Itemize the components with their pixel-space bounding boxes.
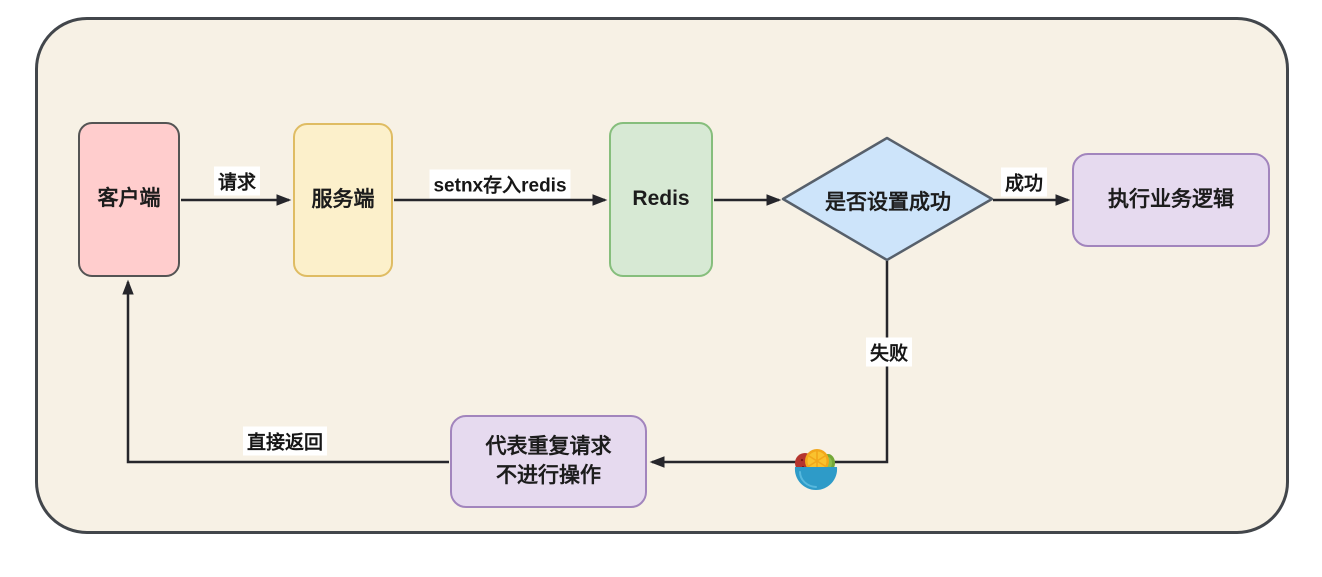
edge-label-return: 直接返回 xyxy=(242,426,328,456)
fruit-bowl-icon xyxy=(794,449,838,491)
edge-fail xyxy=(649,261,889,468)
edge-label-success: 成功 xyxy=(1000,167,1048,197)
server-node-label: 服务端 xyxy=(311,187,375,211)
edge-return xyxy=(122,279,449,464)
edge-label-setnx: setnx存入redis xyxy=(429,169,571,199)
duplicate-node[interactable]: 代表重复请求 不进行操作 xyxy=(450,415,647,508)
duplicate-node-label: 代表重复请求 不进行操作 xyxy=(485,435,612,487)
decision-node[interactable] xyxy=(781,136,994,262)
server-node[interactable]: 服务端 xyxy=(293,123,393,277)
redis-node[interactable]: Redis xyxy=(609,122,713,277)
edge-label-fail: 失败 xyxy=(865,337,913,367)
edge-label-request: 请求 xyxy=(213,166,261,196)
redis-node-label: Redis xyxy=(632,187,690,211)
decision-node-label: 是否设置成功 xyxy=(825,191,951,214)
execute-node[interactable]: 执行业务逻辑 xyxy=(1072,153,1270,247)
client-node-label: 客户端 xyxy=(97,187,161,211)
client-node[interactable]: 客户端 xyxy=(78,122,180,277)
execute-node-label: 执行业务逻辑 xyxy=(1108,187,1234,211)
